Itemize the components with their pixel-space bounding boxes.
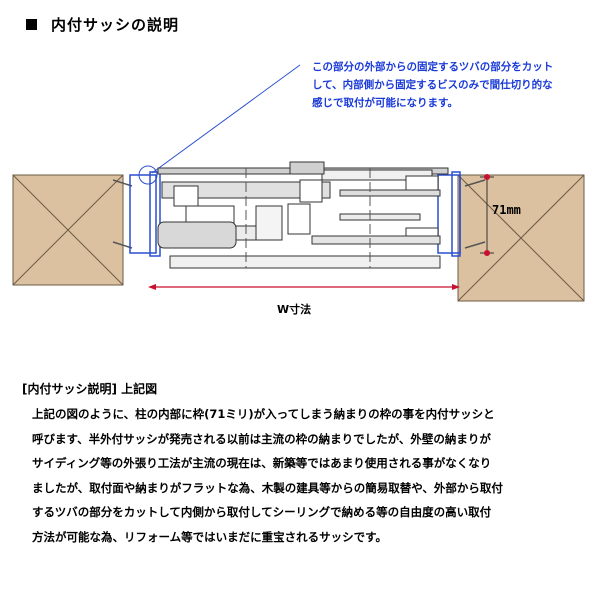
description-line: するツバの部分をカットして内側から取付してシーリングで納める等の自由度の高い取付 [32,505,492,520]
sash-frame [129,171,461,257]
page-title: 内付サッシの説明 [26,14,179,35]
callout-note-line: 感じで取付が可能になります。 [312,97,458,109]
callout-note: この部分の外部からの固定するツバの部分をカット して、内部側から固定するビスのみ… [312,58,597,112]
description-paragraph: 上記の図のように、柱の内部に枠(71ミリ)が入ってしまう納まりの枠の事を内付サッ… [32,402,503,550]
callout-note-line: この部分の外部からの固定するツバの部分をカット [312,61,554,73]
dimension-label: 71mm [492,203,521,217]
screw-icons [112,179,486,249]
description-line: 方法が可能な為、リフォーム等ではいまだに重宝されるサッシです。 [32,529,388,544]
glazing-dashed-lines [245,168,371,268]
description-line: サイディング等の外張り工法が主流の現在は、新築等ではあまり使用される事がなくなり [32,456,492,471]
width-dimension-arrow [148,284,460,290]
dimension-71mm [480,174,494,256]
description-line: 上記の図のように、柱の内部に枠(71ミリ)が入ってしまう納まりの枠の事を内付サッ… [32,407,495,421]
description-line: ましたが、取付面や納まりがフラットな為、木製の建具等からの簡易取替や、外部から取… [32,480,503,495]
bullet-square-icon [26,19,37,30]
callout-leader-line [151,64,301,174]
left-pillar [12,174,124,286]
title-text: 内付サッシの説明 [51,16,180,34]
description-line: 呼びます、半外付サッシが発売される以前は主流の枠の納まりでしたが、外壁の納まりが [32,431,491,446]
right-pillar [457,174,585,302]
sash-profile [157,161,449,269]
section-heading: [内付サッシ説明] 上記図 [22,382,158,396]
callout-note-line: して、内部側から固定するビスのみで間仕切り的な [312,79,553,91]
width-label: W寸法 [277,303,312,316]
